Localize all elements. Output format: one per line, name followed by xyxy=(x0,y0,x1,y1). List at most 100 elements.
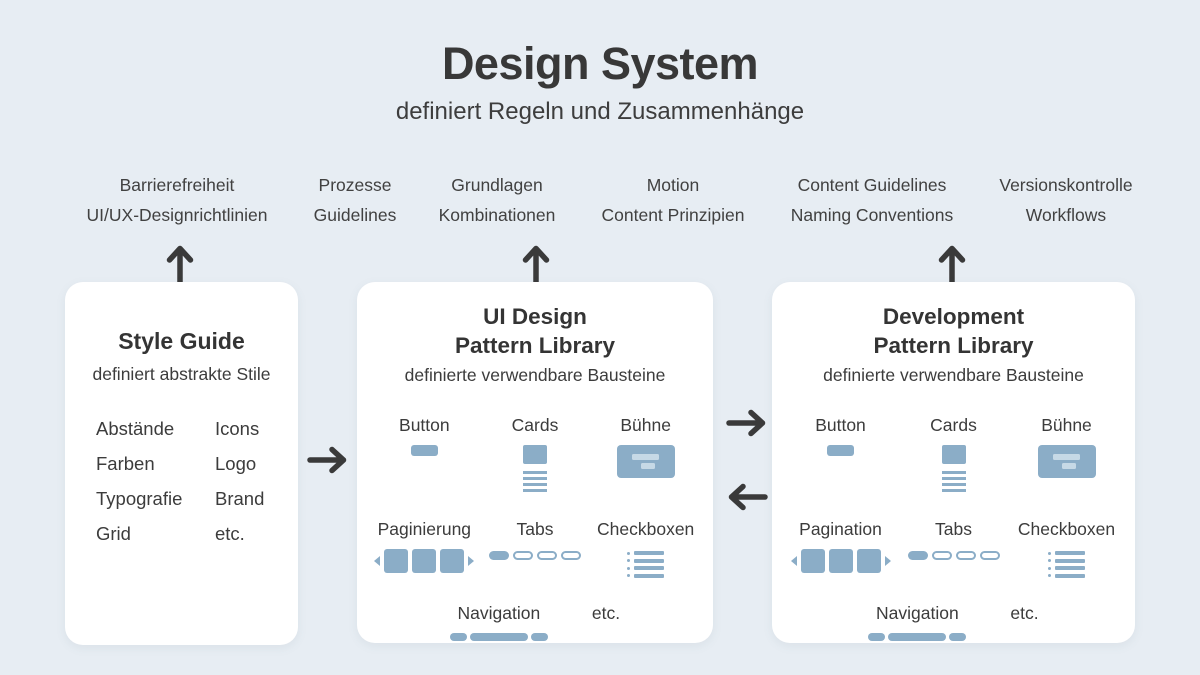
list-item: Brand xyxy=(215,488,265,509)
card-development-pattern-library: Development Pattern Library definierte v… xyxy=(772,282,1135,643)
category-foundations: Grundlagen Kombinationen xyxy=(439,170,556,230)
widget-checkboxes: Checkboxen xyxy=(1010,519,1123,591)
category-line: Grundlagen xyxy=(451,175,543,195)
widget-checkboxes: Checkboxen xyxy=(590,519,701,591)
widget-pagination: Paginierung xyxy=(369,519,480,591)
widget-row: Button Cards Bühne xyxy=(357,415,713,508)
pagination-icon xyxy=(374,549,475,573)
navigation-icon xyxy=(449,633,548,641)
button-icon xyxy=(410,445,438,456)
list-item: Typografie xyxy=(96,488,183,509)
category-line: Kombinationen xyxy=(438,205,556,225)
widget-label: Pagination xyxy=(799,519,882,539)
widget-tabs: Tabs xyxy=(480,519,591,591)
widget-stage: Bühne xyxy=(590,415,701,508)
category-content-guidelines: Content Guidelines Naming Conventions xyxy=(791,170,953,230)
up-arrow-icon xyxy=(166,245,194,285)
widget-label: Button xyxy=(815,415,866,435)
widget-navigation: Navigation xyxy=(868,603,967,641)
widget-row: Button Cards Bühne xyxy=(772,415,1135,508)
page-subtitle: definiert Regeln und Zusammenhänge xyxy=(395,98,805,125)
widget-row: Paginierung Tabs Chec xyxy=(357,519,713,591)
list-item: Abstände xyxy=(96,418,175,439)
widget-etc: etc. xyxy=(592,603,620,624)
card-title-line: UI Design xyxy=(483,304,587,329)
category-line: Barrierefreiheit xyxy=(119,175,235,195)
pagination-icon xyxy=(790,549,891,573)
category-line: Naming Conventions xyxy=(790,205,954,225)
category-line: Versionskontrolle xyxy=(999,175,1133,195)
card-subtitle: definierte verwendbare Bausteine xyxy=(404,365,666,385)
card-title-line: Pattern Library xyxy=(454,333,616,358)
category-line: Content Prinzipien xyxy=(601,205,745,225)
tabs-icon xyxy=(907,551,1000,560)
widget-etc: etc. xyxy=(1010,603,1038,624)
list-item: etc. xyxy=(215,523,245,544)
stage-icon xyxy=(616,445,675,478)
navigation-icon xyxy=(868,633,967,641)
checkbox-list-icon xyxy=(627,551,665,578)
widget-cards: Cards xyxy=(897,415,1010,508)
list-item: Farben xyxy=(96,453,155,474)
card-title: Development Pattern Library xyxy=(772,302,1135,360)
widget-button: Button xyxy=(369,415,480,508)
category-accessibility: Barrierefreiheit UI/UX-Designrichtlinien xyxy=(87,170,268,230)
widget-label: Checkboxen xyxy=(597,519,695,539)
list-item: Icons xyxy=(215,418,260,439)
tabs-icon xyxy=(488,551,581,560)
style-guide-list: Abstände Farben Typografie Grid Icons Lo… xyxy=(65,418,298,545)
left-arrow-icon xyxy=(728,483,768,511)
up-arrow-icon xyxy=(938,245,966,285)
category-line: UI/UX-Designrichtlinien xyxy=(86,205,268,225)
widget-cards: Cards xyxy=(480,415,591,508)
card-subtitle: definierte verwendbare Bausteine xyxy=(823,365,1084,385)
category-line: Workflows xyxy=(1025,205,1107,225)
widget-label: Cards xyxy=(930,415,977,435)
widget-label: Navigation xyxy=(457,603,541,623)
chevron-right-icon xyxy=(884,556,891,566)
card-subtitle: definiert abstrakte Stile xyxy=(92,364,271,384)
chevron-left-icon xyxy=(374,556,381,566)
card-title-line: Pattern Library xyxy=(873,333,1034,358)
card-title-line: Development xyxy=(882,304,1025,329)
widget-row: Navigation etc. xyxy=(357,603,713,641)
widget-stage: Bühne xyxy=(1010,415,1123,508)
widget-row: Navigation etc. xyxy=(772,603,1135,641)
widget-label: Bühne xyxy=(620,415,671,435)
list-column-right: Icons Logo Brand etc. xyxy=(215,418,264,545)
widget-navigation: Navigation xyxy=(449,603,548,641)
card-title: Style Guide xyxy=(118,328,245,354)
category-motion: Motion Content Prinzipien xyxy=(602,170,745,230)
widget-label: Navigation xyxy=(876,603,959,623)
category-processes: Prozesse Guidelines xyxy=(314,170,397,230)
category-line: Prozesse xyxy=(318,175,392,195)
category-version-control: Versionskontrolle Workflows xyxy=(999,170,1132,230)
button-icon xyxy=(827,445,854,456)
stage-icon xyxy=(1037,445,1096,478)
checkbox-list-icon xyxy=(1048,551,1085,578)
chevron-right-icon xyxy=(468,556,475,566)
category-line: Content Guidelines xyxy=(797,175,947,195)
widget-row: Pagination Tabs Check xyxy=(772,519,1135,591)
card-ui-design-pattern-library: UI Design Pattern Library definierte ver… xyxy=(357,282,713,643)
widget-pagination: Pagination xyxy=(784,519,897,591)
card-icon xyxy=(522,445,547,492)
card-style-guide: Style Guide definiert abstrakte Stile Ab… xyxy=(65,282,298,645)
up-arrow-icon xyxy=(522,245,550,285)
category-line: Motion xyxy=(646,175,700,195)
list-item: Logo xyxy=(215,453,257,474)
card-title: UI Design Pattern Library xyxy=(357,302,713,360)
widget-label: Tabs xyxy=(516,519,554,539)
widget-label: Tabs xyxy=(935,519,972,539)
widget-label: Bühne xyxy=(1041,415,1092,435)
widget-label: Cards xyxy=(511,415,559,435)
right-arrow-icon xyxy=(726,409,766,437)
card-icon xyxy=(941,445,966,492)
list-item: Grid xyxy=(96,523,131,544)
widget-label: etc. xyxy=(591,603,621,623)
widget-label: etc. xyxy=(1010,603,1039,623)
widget-label: Checkboxen xyxy=(1017,519,1116,539)
widget-label: Button xyxy=(399,415,450,435)
page-title: Design System xyxy=(441,38,759,89)
